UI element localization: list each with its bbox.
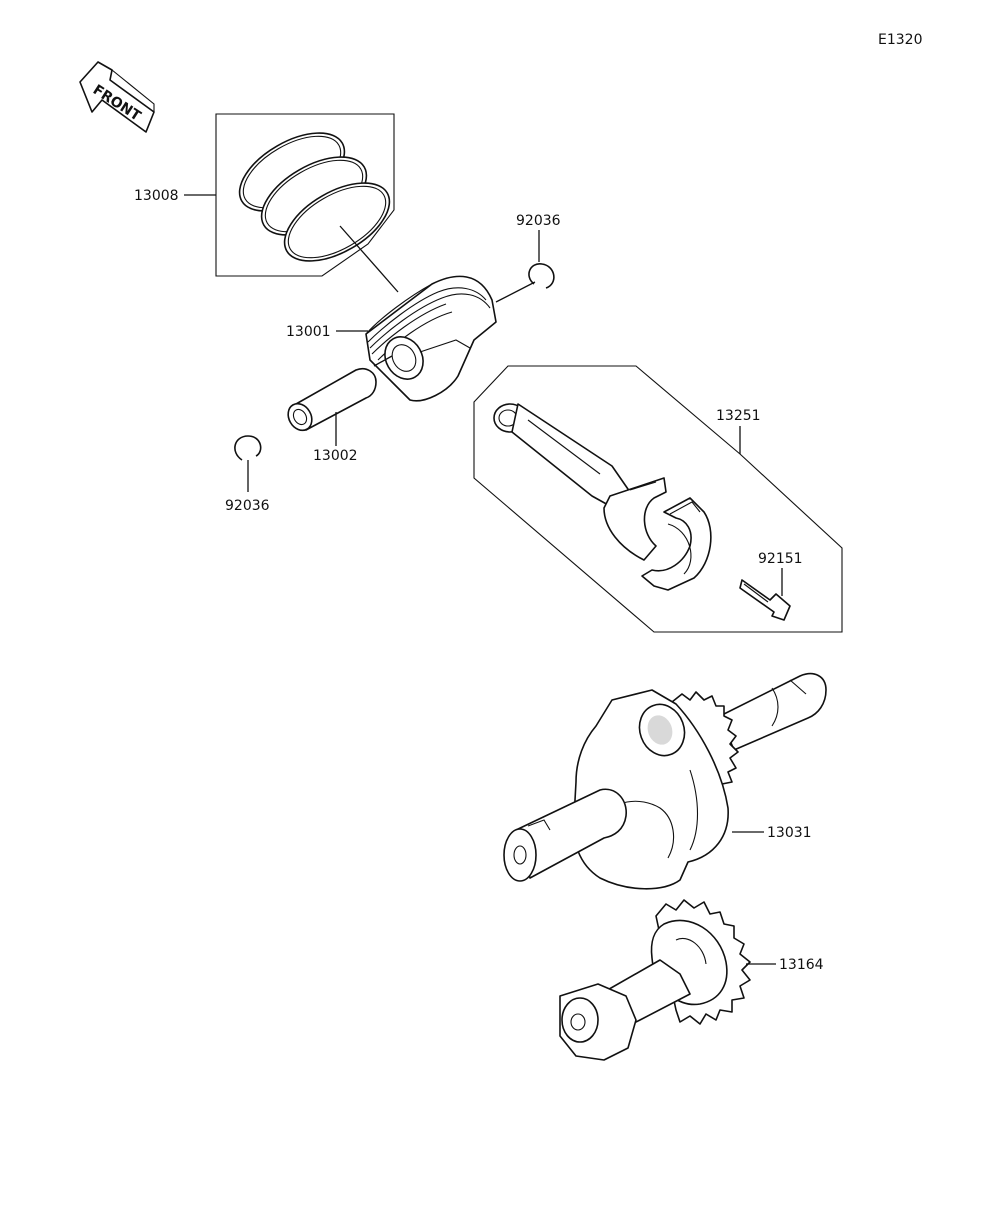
callout-92036-right: 92036	[516, 213, 561, 229]
balancer-shaft-illustration	[559, 899, 751, 1061]
piston-pin-clip-right-illustration	[528, 263, 555, 289]
callout-13251: 13251	[716, 408, 761, 424]
callout-13164: 13164	[779, 957, 824, 973]
piston-pin-illustration	[287, 367, 377, 432]
callout-13008: 13008	[134, 188, 179, 204]
crankshaft-illustration	[503, 672, 827, 890]
connecting-rod-assembly-illustration	[473, 365, 843, 633]
diagram-id: E1320	[878, 32, 922, 48]
piston-illustration	[365, 275, 497, 402]
piston-pin-clip-left-illustration	[234, 435, 262, 461]
callout-92151: 92151	[758, 551, 803, 567]
callout-92036-left: 92036	[225, 498, 270, 514]
callout-13031: 13031	[767, 825, 812, 841]
callout-13002: 13002	[313, 448, 358, 464]
front-arrow-icon: FRONT	[79, 61, 155, 133]
callout-13001: 13001	[286, 324, 331, 340]
piston-ring-set-illustration	[215, 113, 395, 277]
